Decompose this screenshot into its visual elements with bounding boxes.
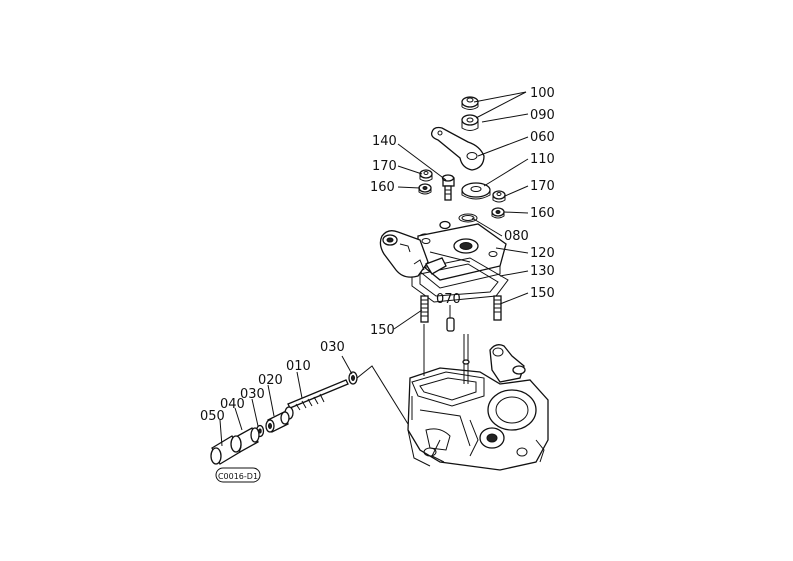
part-030-washer-top xyxy=(348,371,358,385)
part-090-washer xyxy=(461,114,479,131)
part-060-lever xyxy=(430,126,485,171)
label-150-right: 150 xyxy=(530,286,555,301)
part-110-plate xyxy=(461,182,491,200)
part-160-washer-right xyxy=(491,207,505,219)
label-170-right: 170 xyxy=(530,179,555,194)
label-150-left: 150 xyxy=(370,323,395,338)
label-140: 140 xyxy=(372,134,397,149)
drive-shaft xyxy=(462,334,470,384)
part-070-key xyxy=(446,317,455,332)
assembly-guide-line xyxy=(356,365,409,425)
part-100-nut xyxy=(461,96,479,110)
label-040: 040 xyxy=(220,397,245,412)
label-160-right: 160 xyxy=(530,206,555,221)
label-020: 020 xyxy=(258,373,283,388)
label-030-mid: 030 xyxy=(240,387,265,402)
figure-code-badge: C0016-D1 xyxy=(215,467,261,483)
part-150-stud-left xyxy=(420,295,429,323)
part-020-bushing xyxy=(265,411,290,433)
leader-lines xyxy=(219,91,529,447)
label-170-left: 170 xyxy=(372,159,397,174)
label-010: 010 xyxy=(286,359,311,374)
label-100: 100 xyxy=(530,86,555,101)
part-160-washer-left xyxy=(418,183,432,195)
engine-housing xyxy=(407,344,549,471)
label-080: 080 xyxy=(504,229,529,244)
label-110: 110 xyxy=(530,152,555,167)
part-150-stud-right xyxy=(493,295,502,321)
elbow-fitting xyxy=(379,230,447,278)
part-080-oring xyxy=(458,213,478,223)
part-labels: 100 090 060 140 110 170 160 170 160 080 … xyxy=(200,86,555,424)
part-170-nut-right xyxy=(492,190,506,203)
label-050: 050 xyxy=(200,409,225,424)
label-130: 130 xyxy=(530,264,555,279)
label-030-top: 030 xyxy=(320,340,345,355)
figure-code-text: C0016-D1 xyxy=(218,472,258,481)
label-070: 070 xyxy=(436,292,461,307)
label-060: 060 xyxy=(530,130,555,145)
part-050-cap xyxy=(210,435,242,465)
label-090: 090 xyxy=(530,108,555,123)
label-120: 120 xyxy=(530,246,555,261)
part-010-rod xyxy=(284,379,349,420)
part-170-nut-left xyxy=(419,169,433,182)
label-160-left: 160 xyxy=(370,180,395,195)
